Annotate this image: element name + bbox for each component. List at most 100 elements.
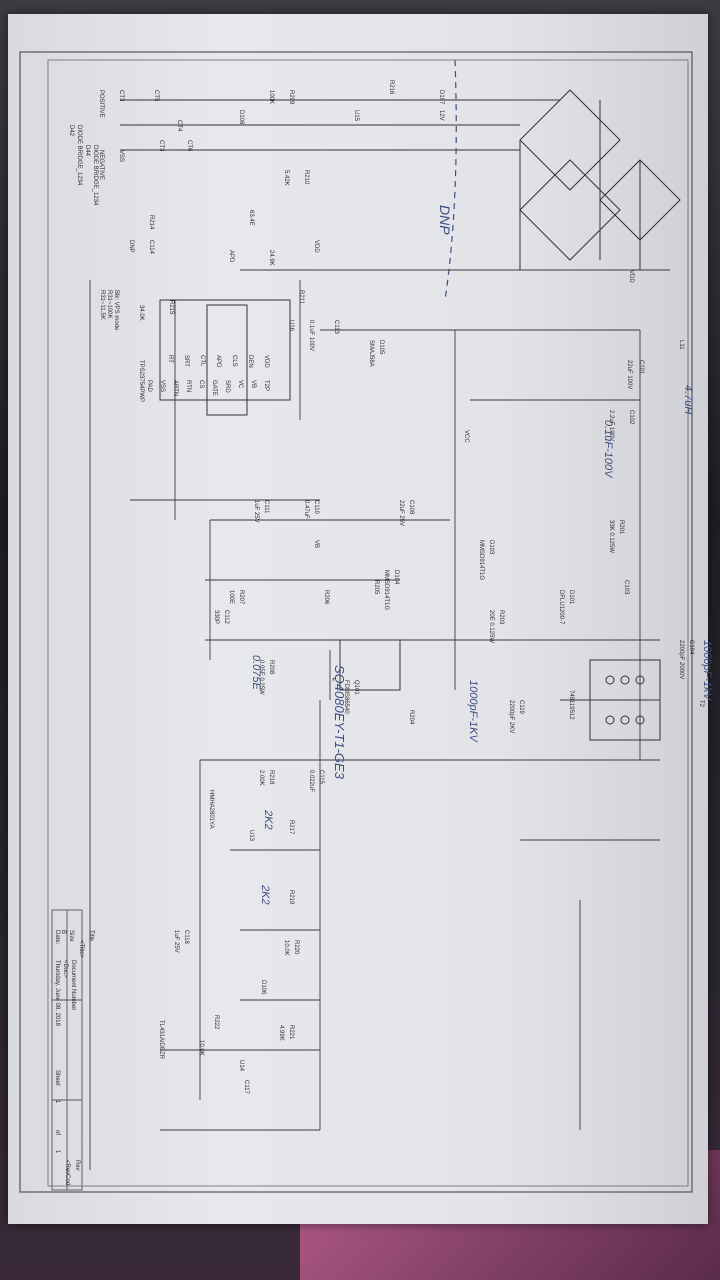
label-r211-val: 24.9K bbox=[268, 250, 274, 266]
label-r201-val: 33K 0.125W bbox=[608, 520, 614, 553]
label-r219: R219 bbox=[288, 890, 294, 905]
label-r220-val: 10.0K bbox=[283, 940, 289, 956]
label-c115-val: 0.022uF bbox=[308, 770, 314, 792]
label-size-val: B bbox=[60, 930, 66, 934]
ic-pin-label: VDD bbox=[263, 355, 269, 368]
label-d107: D107 bbox=[438, 90, 444, 105]
label-c117: C117 bbox=[243, 1080, 249, 1095]
label-c101-val: 22uF 100V bbox=[626, 360, 632, 389]
label-d103: D103 bbox=[488, 540, 494, 555]
ic-pin-label: CTL bbox=[199, 355, 205, 367]
label-positive: POSITIVE bbox=[98, 90, 104, 118]
label-r203-val: 20E 0.125W bbox=[488, 610, 494, 643]
label-t2: T2 bbox=[698, 700, 704, 708]
label-u14: U14 bbox=[238, 1060, 244, 1072]
title-block bbox=[51, 909, 83, 1191]
label-r205: R205 bbox=[373, 580, 379, 595]
hand-c104: 1000pF-1kV bbox=[701, 640, 713, 702]
label-apd: APD bbox=[228, 250, 234, 263]
label-vss: VSS bbox=[118, 150, 124, 162]
hand-r208: 0.075E bbox=[250, 655, 262, 691]
label-c108-val: 22uF 25V bbox=[398, 500, 404, 526]
ic-pin-labels: VDDDENCLSAPDCTLSRTRTT2PVBVCSRDGATECSRTNA… bbox=[146, 355, 269, 396]
label-c115: C115 bbox=[318, 770, 324, 785]
label-d105: D105 bbox=[378, 340, 384, 355]
mosfet-q101 bbox=[339, 639, 401, 691]
label-c111: C111 bbox=[263, 500, 269, 514]
label-ct6: CT6 bbox=[186, 140, 192, 152]
ic-pin-label: RT bbox=[167, 355, 173, 363]
label-r217: R217 bbox=[288, 820, 294, 835]
label-c119: C119 bbox=[518, 700, 524, 715]
label-r208-val: 0.05E 0.25W bbox=[258, 660, 264, 695]
label-d103-val: MMSD914T1G bbox=[478, 540, 484, 580]
label-size: Size bbox=[68, 930, 74, 942]
label-r212-val: 63.4E bbox=[248, 210, 254, 226]
label-of: of bbox=[54, 1130, 60, 1135]
label-ct5: CT5 bbox=[153, 90, 159, 102]
ic-pin-label: SRT bbox=[183, 355, 189, 367]
label-c103: C103 bbox=[623, 580, 629, 595]
label-title: Title bbox=[88, 930, 94, 942]
label-note2: R31~100K bbox=[106, 290, 112, 319]
label-sheet: Sheet bbox=[54, 1070, 60, 1086]
label-d44: D44 bbox=[84, 145, 90, 157]
label-c102-val: 2.2uF 100V bbox=[608, 410, 614, 441]
label-r222: R222 bbox=[213, 1015, 219, 1030]
hand-c119: 1000pF-1KV bbox=[467, 680, 479, 743]
hand-c102: 0.1uF-100V bbox=[602, 420, 614, 479]
schematic-paper bbox=[8, 14, 708, 1224]
label-r206: R206 bbox=[323, 590, 329, 605]
inner-border bbox=[47, 59, 689, 1187]
label-d105-val: SMAJ58A bbox=[368, 340, 374, 367]
label-r222-val: 10.0K bbox=[198, 1040, 204, 1056]
label-r211: R211 bbox=[298, 290, 304, 305]
ic-pin-label: CS bbox=[198, 380, 204, 388]
hand-r219: 2K2 bbox=[259, 884, 271, 905]
hand-dnp: DNP bbox=[437, 205, 453, 235]
label-c110: C110 bbox=[313, 500, 319, 515]
label-u15: U15 bbox=[353, 110, 359, 122]
label-r220: R220 bbox=[293, 940, 299, 955]
label-transformer: 749119512 bbox=[568, 690, 574, 720]
label-q101: Q101 bbox=[353, 680, 359, 695]
label-r218: R218 bbox=[268, 770, 274, 785]
label-u16: U16 bbox=[288, 320, 294, 332]
label-c113-val: 0.1uF 100V bbox=[308, 320, 314, 351]
label-r210-val: 5.42K bbox=[283, 170, 289, 186]
label-c118: C118 bbox=[183, 930, 189, 945]
label-c101: C101 bbox=[638, 360, 644, 375]
label-r204: R204 bbox=[408, 710, 414, 725]
label-l11: L11 bbox=[678, 340, 684, 350]
label-c114-val: DNP bbox=[128, 240, 134, 253]
label-vdd-top: VDD bbox=[628, 270, 634, 283]
label-c104-val: 2200pF 2000V bbox=[678, 640, 684, 679]
label-r208: R208 bbox=[268, 660, 274, 675]
label-d42: D42 bbox=[68, 125, 74, 137]
label-c114: C114 bbox=[148, 240, 154, 255]
label-note3: R31~11.5K bbox=[99, 290, 105, 320]
handwriting-layer: 4.7uH 0.1uF-100V 1000pF-1kV 1000pF-1KV S… bbox=[250, 205, 713, 905]
label-ct3: CT3 bbox=[118, 90, 124, 102]
label-note1: Blk: VPS mode bbox=[113, 290, 119, 331]
label-vb: VB bbox=[313, 540, 319, 548]
label-c104: C104 bbox=[688, 640, 694, 655]
label-c108: C108 bbox=[408, 500, 414, 515]
label-ct4: CT4 bbox=[176, 120, 182, 132]
label-rev-val: <RevCod bbox=[64, 1160, 70, 1185]
ic-pin-label: SRD bbox=[224, 380, 230, 393]
label-c119-val: 2200pF 2KV bbox=[508, 700, 514, 733]
label-title-val: <Title> bbox=[78, 940, 84, 959]
ic-u16-outline bbox=[206, 304, 248, 416]
label-bridge1: DIODE BRIDGE_1234 bbox=[76, 125, 82, 186]
label-opto: HMHA2801YA bbox=[208, 790, 214, 829]
label-r215-val: 34.0K bbox=[138, 305, 144, 321]
ic-pin-label: ARTN bbox=[172, 380, 178, 396]
label-d101-val: DFLU1200-7 bbox=[558, 590, 564, 625]
label-q101-val: FDMS86540 bbox=[343, 680, 349, 714]
label-d108: D108 bbox=[238, 110, 244, 125]
label-r207-val: 100E bbox=[228, 590, 234, 604]
label-r218-val: 2.00K bbox=[258, 770, 264, 786]
